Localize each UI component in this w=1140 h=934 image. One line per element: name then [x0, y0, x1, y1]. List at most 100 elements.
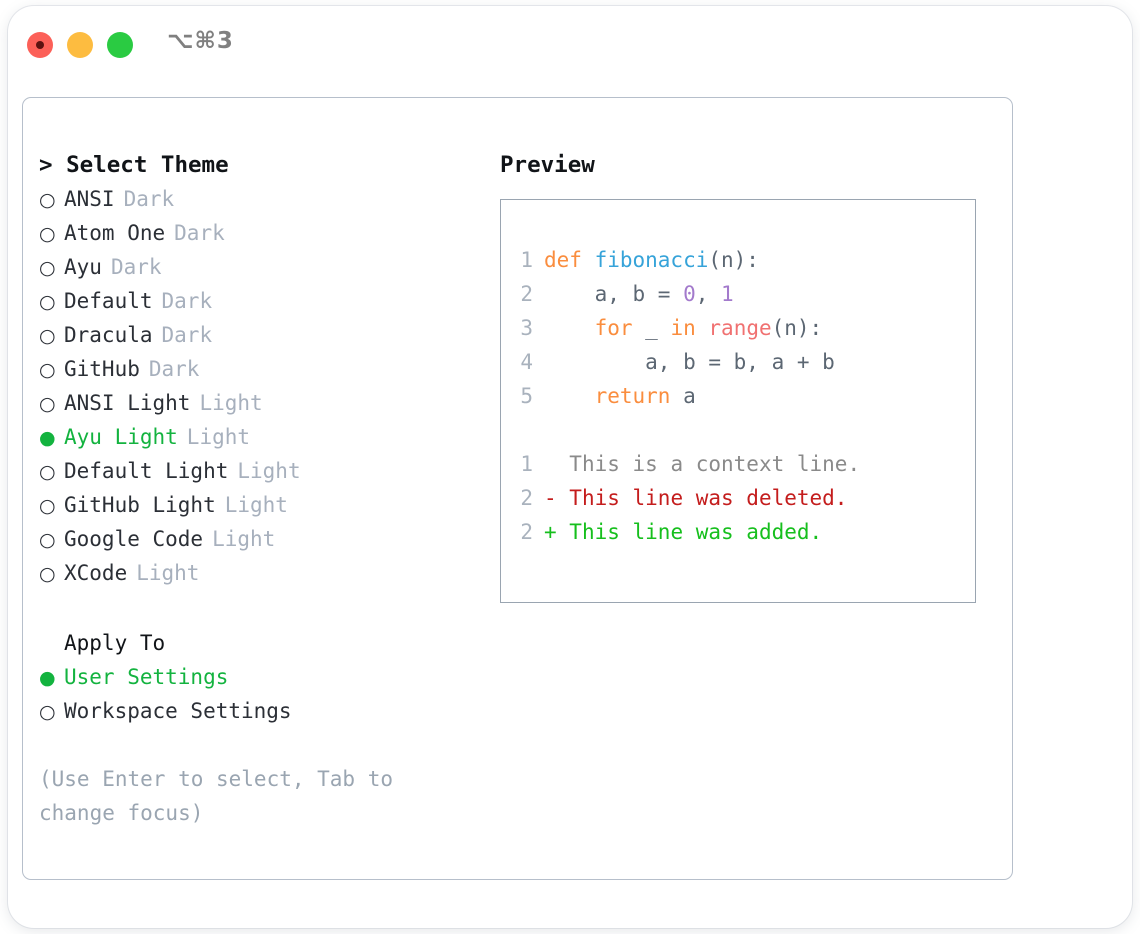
keyboard-shortcut-label: ⌥⌘3 [167, 28, 234, 54]
line-number: 2 [520, 520, 533, 544]
apply-to-heading: Apply To [64, 631, 166, 655]
theme-option-default[interactable]: ○ Default Dark [39, 284, 469, 318]
code-token [696, 316, 709, 340]
code-spacer [519, 413, 860, 447]
line-number: 1 [520, 248, 533, 272]
apply-to-option-user-settings[interactable]: ●User Settings [39, 660, 469, 694]
line-number: 1 [520, 452, 533, 476]
code-token: a, b = [544, 282, 684, 306]
theme-category: Light [224, 493, 288, 517]
theme-name: Atom One [64, 221, 166, 245]
apply-to-list[interactable]: ●User Settings○Workspace Settings [39, 660, 469, 728]
code-token: _ [632, 316, 671, 340]
code-token: (n): [708, 248, 759, 272]
theme-name: ANSI [64, 187, 115, 211]
code-token: 1 [721, 282, 734, 306]
diff-marker: + [544, 520, 570, 544]
theme-name: Default [64, 289, 153, 313]
radio-unselected-icon: ○ [39, 359, 56, 381]
radio-unselected-icon: ○ [39, 223, 56, 245]
diff-line: 1 This is a context line. [519, 447, 860, 481]
minimize-button[interactable] [67, 32, 93, 58]
radio-unselected-icon: ○ [39, 189, 56, 211]
diff-marker: - [544, 486, 570, 510]
preview-heading: Preview [500, 152, 595, 178]
diff-line: 2 + This line was added. [519, 515, 860, 549]
select-theme-heading: > Select Theme [39, 152, 229, 178]
diff-line: 2- This line was deleted. [519, 481, 860, 515]
radio-unselected-icon: ○ [39, 495, 56, 517]
code-line: 2 a, b = 0, 1 [519, 277, 860, 311]
theme-category: Dark [161, 323, 213, 347]
code-token: fibonacci [594, 248, 709, 272]
radio-unselected-icon: ○ [39, 325, 56, 347]
line-number: 3 [520, 316, 533, 340]
theme-name: GitHub [64, 357, 140, 381]
code-token: , [695, 282, 722, 306]
code-line: 5 return a [519, 379, 860, 413]
radio-selected-icon: ● [39, 667, 56, 689]
apply-to-option-workspace-settings[interactable]: ○Workspace Settings [39, 694, 469, 728]
apply-to-name: Workspace Settings [64, 699, 292, 723]
apply-to-section: Apply To ●User Settings○Workspace Settin… [39, 626, 469, 728]
theme-option-dracula[interactable]: ○ Dracula Dark [39, 318, 469, 352]
code-token: in [670, 316, 696, 340]
code-token: (n): [771, 316, 823, 340]
theme-name: XCode [64, 561, 128, 585]
code-token [544, 316, 595, 340]
theme-option-ayu[interactable]: ○ Ayu Dark [39, 250, 469, 284]
diff-marker [544, 452, 569, 476]
radio-unselected-icon: ○ [39, 291, 56, 313]
theme-option-github-light[interactable]: ○ GitHub Light Light [39, 488, 469, 522]
diff-text: This line was added. [569, 520, 823, 544]
theme-name: ANSI Light [64, 391, 191, 415]
diff-text: This line was deleted. [569, 486, 848, 510]
theme-name: Ayu [64, 255, 102, 279]
zoom-button[interactable] [107, 32, 133, 58]
theme-category: Dark [174, 221, 225, 245]
radio-unselected-icon: ○ [39, 529, 56, 551]
code-token: for [594, 316, 633, 340]
line-number: 2 [520, 282, 533, 306]
theme-name: Google Code [64, 527, 204, 551]
theme-category: Dark [110, 255, 162, 279]
radio-unselected-icon: ○ [39, 563, 56, 585]
radio-selected-icon: ● [39, 427, 56, 449]
code-token: a [670, 384, 696, 408]
line-number: 2 [520, 486, 533, 510]
radio-unselected-icon: ○ [39, 393, 56, 415]
code-token: return [594, 384, 671, 408]
code-token: 0 [683, 282, 696, 306]
line-number: 4 [520, 350, 533, 374]
code-line: 4 a, b = b, a + b [519, 345, 860, 379]
theme-name: Dracula [64, 323, 153, 347]
theme-option-google-code[interactable]: ○ Google Code Light [39, 522, 469, 556]
theme-name: GitHub Light [64, 493, 216, 517]
theme-category: Dark [161, 289, 213, 313]
theme-name: Default Light [64, 459, 229, 483]
theme-name: Ayu Light [64, 425, 178, 449]
close-button[interactable] [27, 32, 53, 58]
code-token: def [544, 248, 595, 272]
theme-option-atom-one[interactable]: ○ Atom One Dark [39, 216, 469, 250]
diff-text: This is a context line. [569, 452, 861, 476]
code-line: 3 for _ in range(n): [519, 311, 860, 345]
code-line: 1 def fibonacci(n): [519, 243, 860, 277]
window-titlebar: ⌥⌘3 [8, 6, 1132, 92]
code-token [544, 384, 595, 408]
radio-unselected-icon: ○ [39, 257, 56, 279]
line-number: 5 [520, 384, 533, 408]
theme-category: Light [212, 527, 276, 551]
